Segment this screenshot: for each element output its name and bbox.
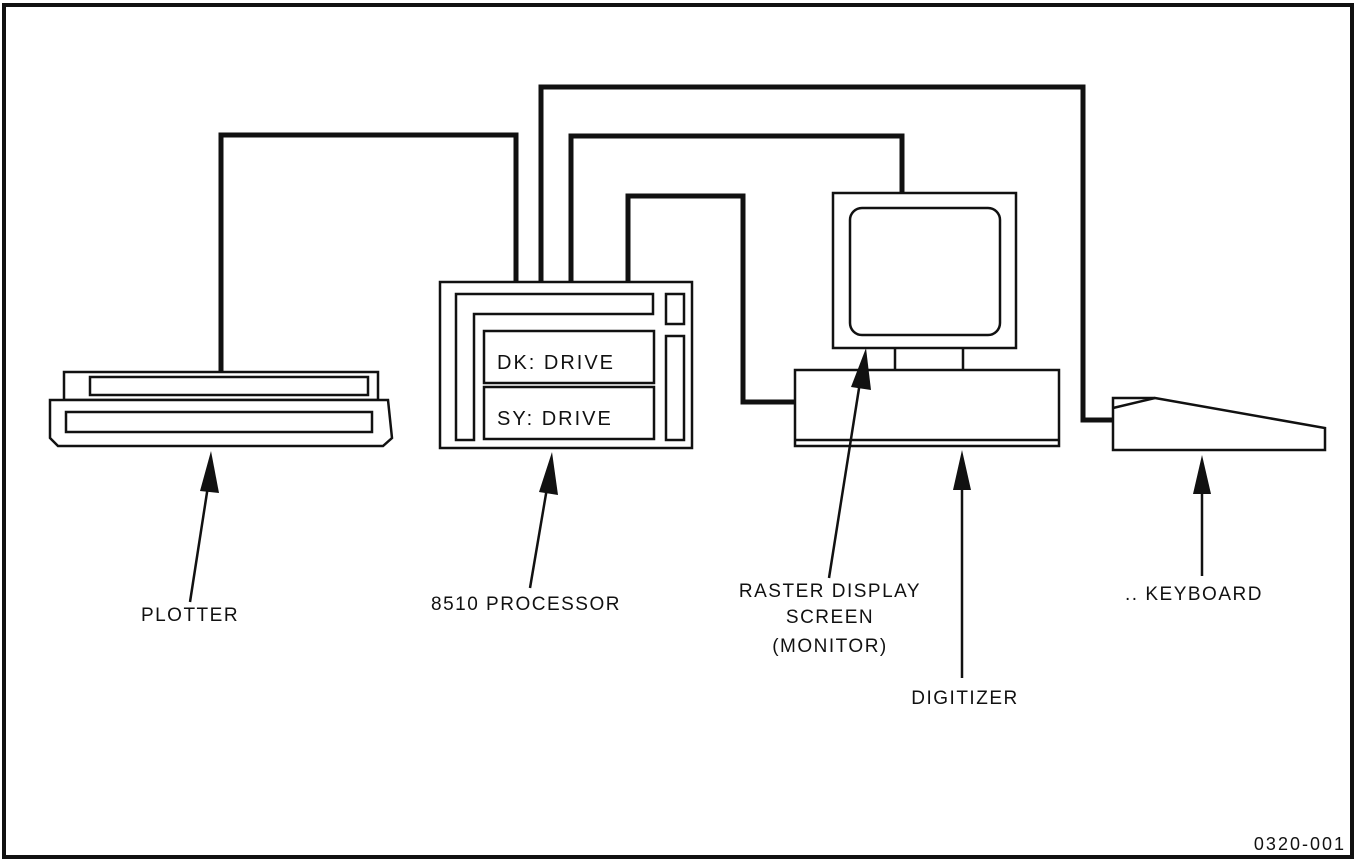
keyboard-label: .. KEYBOARD <box>1125 584 1263 605</box>
raster-display-label-line3: (MONITOR) <box>772 636 888 657</box>
processor-arrow <box>530 452 558 588</box>
plotter-device <box>50 372 392 446</box>
digitizer-arrow <box>953 450 971 678</box>
keyboard-arrow <box>1193 455 1211 576</box>
keyboard-device <box>1113 398 1325 450</box>
raster-display-label-line2: SCREEN <box>786 607 874 628</box>
plotter-label: PLOTTER <box>141 605 239 626</box>
dk-drive-label: DK: DRIVE <box>497 352 615 374</box>
plotter-arrow <box>190 451 219 602</box>
figure-number: 0320-001 <box>1254 834 1346 854</box>
sy-drive-label: SY: DRIVE <box>497 408 613 430</box>
processor-device: DK: DRIVE SY: DRIVE <box>440 282 692 448</box>
monitor-device <box>833 193 1016 370</box>
digitizer-device <box>795 370 1059 446</box>
digitizer-label: DIGITIZER <box>911 688 1018 709</box>
processor-label: 8510 PROCESSOR <box>431 594 621 615</box>
raster-display-label-line1: RASTER DISPLAY <box>739 581 921 602</box>
